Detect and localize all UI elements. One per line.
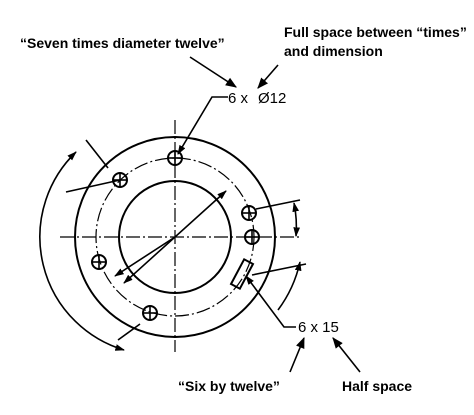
left-angular-dimension-arc <box>39 151 125 351</box>
hole-note-leader <box>177 96 228 155</box>
leader-six-by-twelve-arrow <box>289 336 305 373</box>
annotation-full-space-line2: and dimension <box>284 43 383 59</box>
annotation-half-space: Half space <box>342 378 412 394</box>
hole-lower-left <box>91 254 107 270</box>
hole-right-upper <box>241 205 257 221</box>
slot <box>229 257 255 291</box>
hole-note-count: 6 x <box>228 90 249 107</box>
hole-bottom <box>142 305 158 321</box>
left-extension-line-bottom <box>117 323 141 341</box>
annotation-seven-times: “Seven times diameter twelve” <box>20 35 225 51</box>
right-extension-line-top <box>255 199 301 210</box>
right-small-angle-dimension <box>292 202 301 237</box>
slot-note-leader <box>245 275 296 328</box>
right-extension-line-lower <box>251 263 307 276</box>
hole-right-lower <box>244 229 260 245</box>
hole-top <box>167 150 183 166</box>
leader-full-space-arrow <box>257 64 279 89</box>
bolt-circle-radius-line <box>114 236 176 277</box>
upper-left-radial-extension <box>65 179 121 193</box>
annotation-six-by-twelve: “Six by twelve” <box>178 378 280 394</box>
hole-note-diameter: Ø12 <box>258 90 286 107</box>
annotation-full-space-line1: Full space between “times” <box>284 24 467 40</box>
left-extension-line-top <box>85 139 109 169</box>
leader-seven-times-arrow <box>189 56 237 88</box>
leader-half-space-arrow <box>332 337 361 373</box>
slot-note: 6 x 15 <box>298 319 339 336</box>
